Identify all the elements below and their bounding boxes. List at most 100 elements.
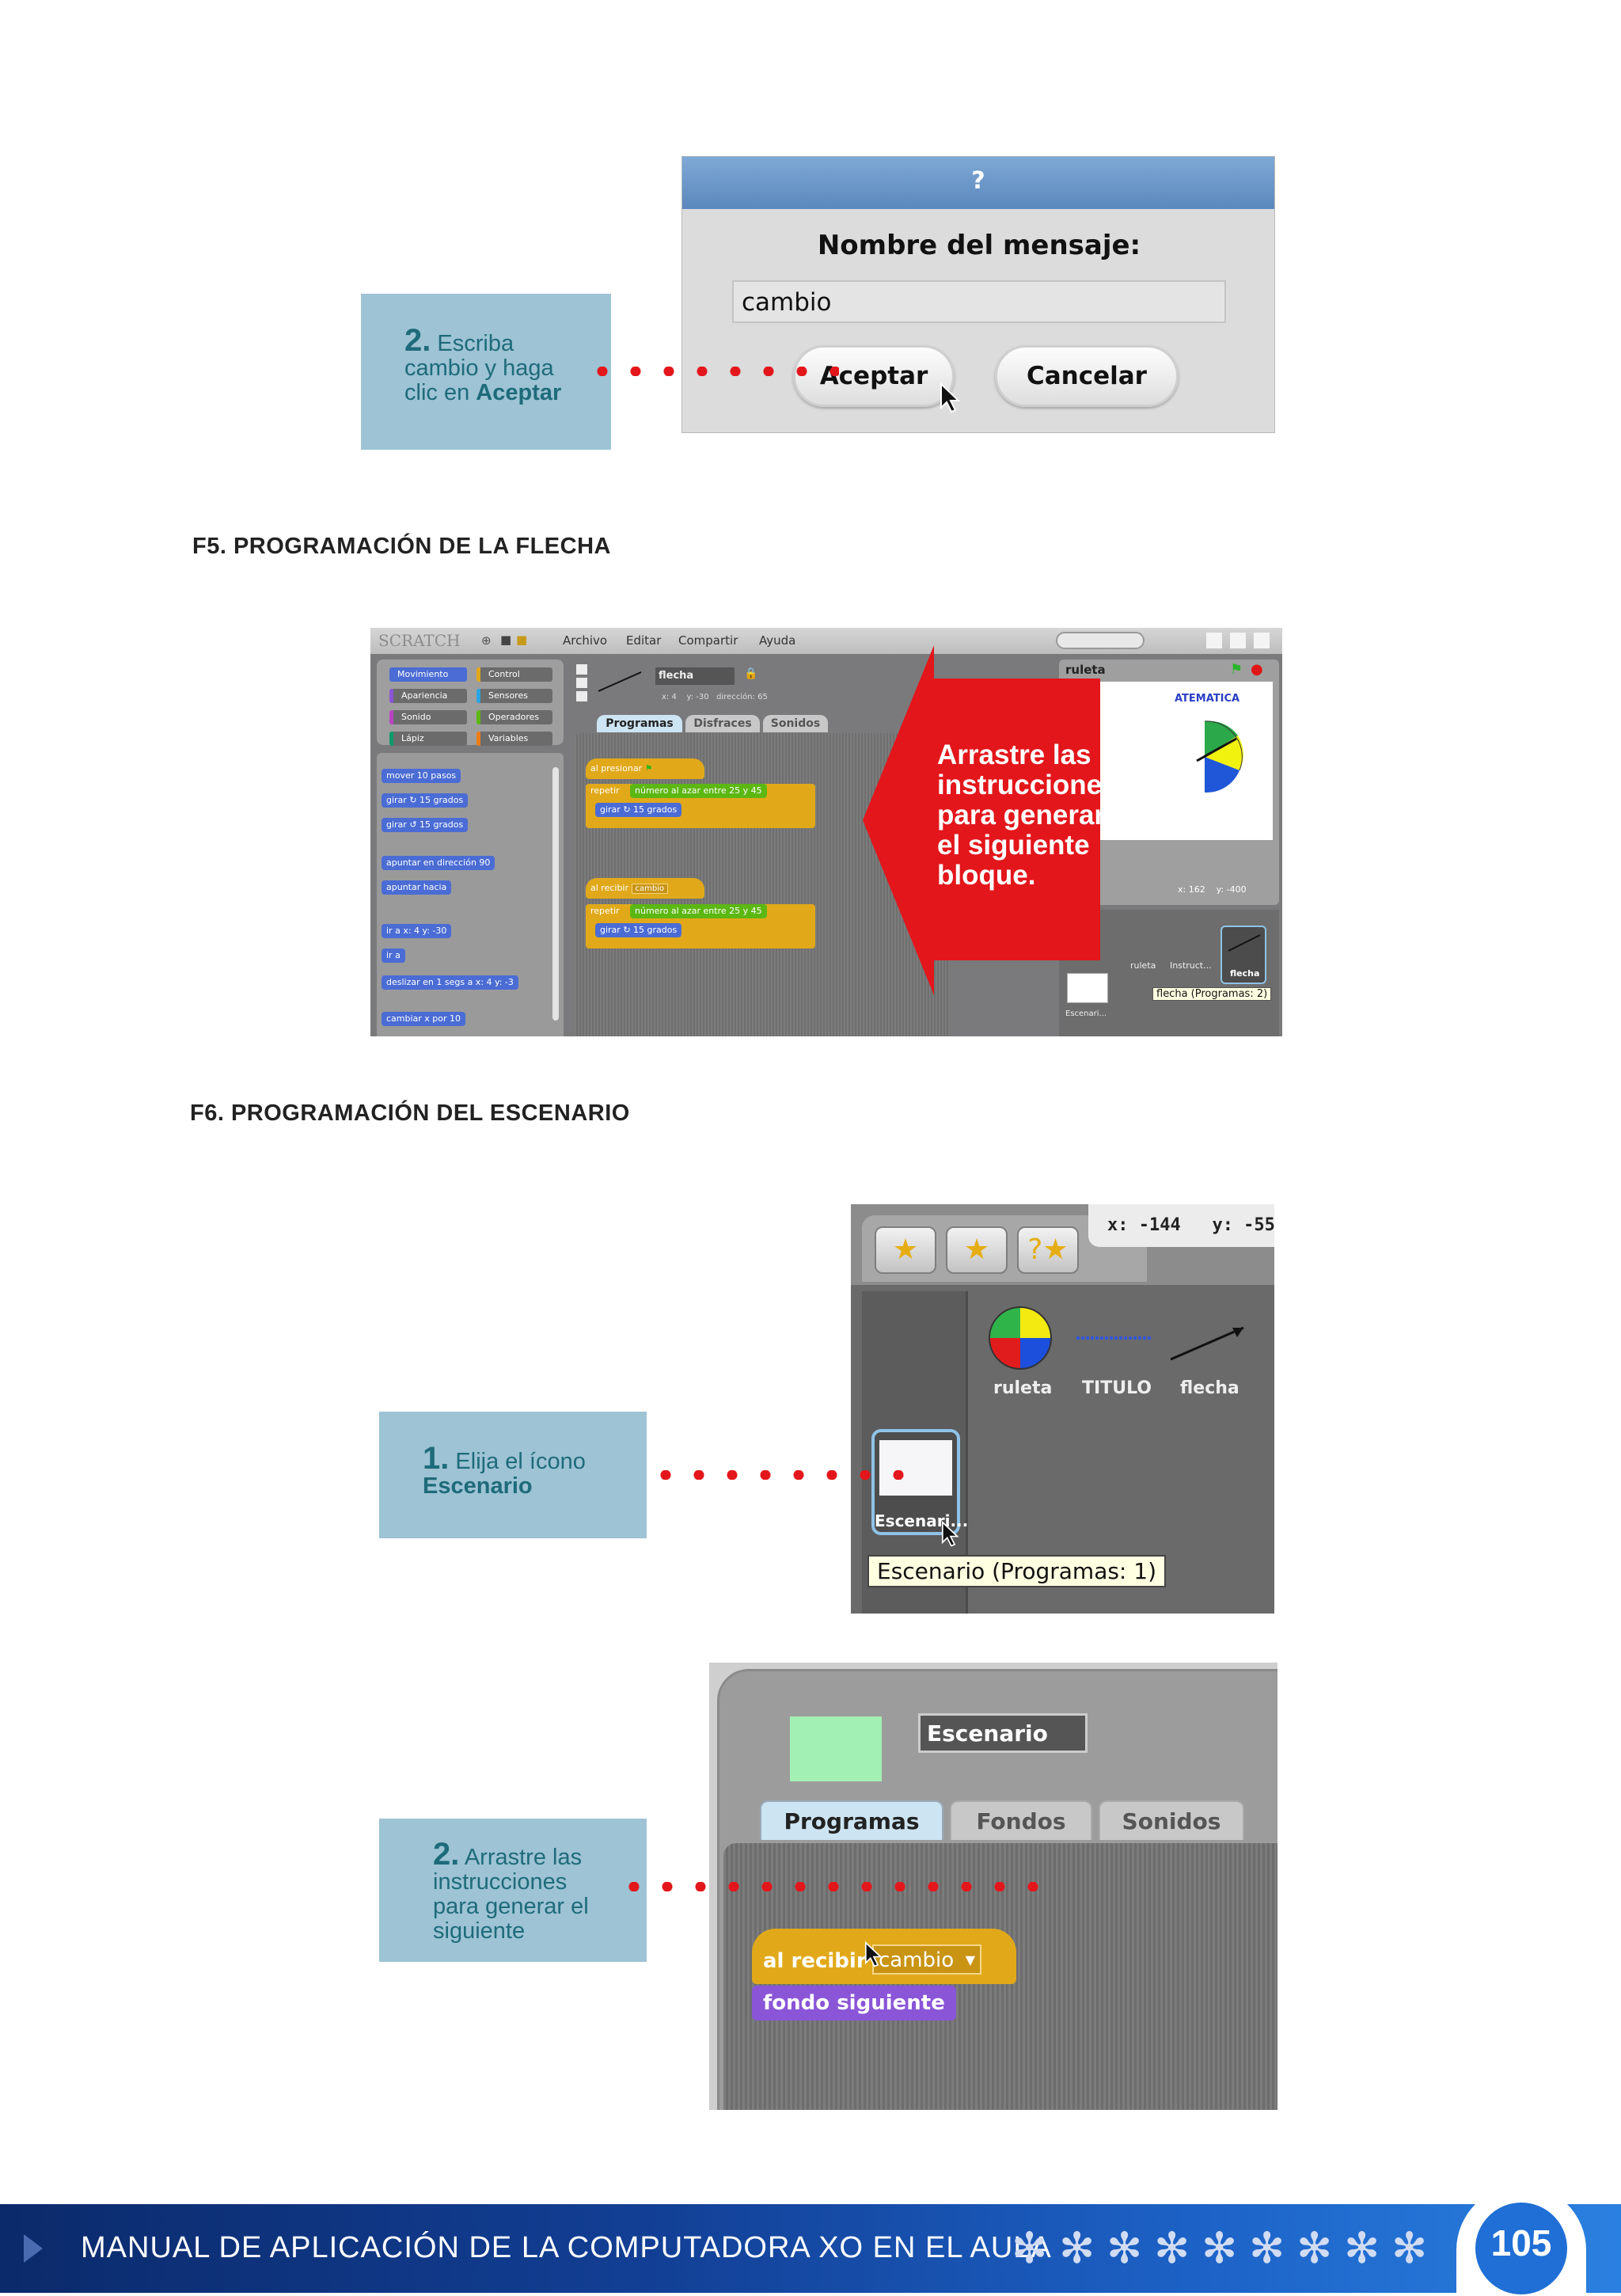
tab-sonidos[interactable]: Sonidos bbox=[1099, 1800, 1244, 1840]
category-operadores[interactable]: Operadores bbox=[476, 710, 552, 724]
category-movimiento[interactable]: Movimiento bbox=[389, 667, 467, 682]
dotted-connector bbox=[617, 1882, 1045, 1891]
random-sprite-button[interactable]: ?★ bbox=[1017, 1226, 1079, 1274]
dotted-connector bbox=[586, 367, 839, 376]
stage-thumbnail-label: Escenari... bbox=[1065, 1009, 1107, 1018]
turn-block-2[interactable]: girar ↻ 15 grados bbox=[595, 923, 682, 937]
block-girar-derecha[interactable]: girar ↻ 15 grados bbox=[382, 793, 469, 808]
category-apariencia[interactable]: Apariencia bbox=[389, 689, 467, 703]
paint-new-sprite-button[interactable]: ★ bbox=[875, 1226, 936, 1274]
stage-thumbnail[interactable] bbox=[1067, 973, 1108, 1003]
callout-step-2-drag: 2. Arrastre las instrucciones para gener… bbox=[379, 1819, 647, 1962]
share-icon[interactable]: ■ bbox=[516, 633, 528, 647]
footer-left-chevron bbox=[24, 2234, 43, 2263]
sprite-titulo-thumbnail[interactable] bbox=[1076, 1336, 1152, 1340]
layout-buttons[interactable] bbox=[1206, 633, 1274, 648]
lock-icon[interactable]: 🔒 bbox=[744, 667, 758, 680]
palette-scrollbar[interactable] bbox=[552, 767, 559, 1021]
rotation-style-buttons[interactable] bbox=[576, 664, 587, 704]
message-name-input[interactable]: cambio bbox=[732, 280, 1226, 323]
category-control[interactable]: Control bbox=[476, 667, 552, 682]
turn-block-1[interactable]: girar ↻ 15 grados bbox=[595, 803, 682, 817]
stop-icon[interactable]: ● bbox=[1251, 661, 1263, 678]
stage-name-field[interactable]: Escenario bbox=[918, 1713, 1088, 1753]
hat-label: al recibir bbox=[763, 1949, 867, 1973]
sprite-flecha-thumbnail[interactable] bbox=[1167, 1321, 1250, 1363]
roulette-wheel bbox=[1196, 720, 1243, 793]
dialog-prompt: Nombre del mensaje: bbox=[817, 230, 1141, 261]
sprite-label-flecha: flecha bbox=[1180, 1378, 1239, 1398]
sprite-ruleta-thumbnail[interactable] bbox=[988, 1306, 1053, 1370]
sprite-name-field[interactable]: flecha bbox=[655, 667, 735, 685]
mouse-cursor-icon bbox=[941, 1521, 959, 1547]
category-sensores[interactable]: Sensores bbox=[476, 689, 552, 703]
save-icon[interactable]: ■ bbox=[500, 633, 512, 647]
block-palette: mover 10 pasos girar ↻ 15 grados girar ↺… bbox=[377, 753, 564, 1036]
dotted-connector bbox=[649, 1470, 918, 1480]
sprite-label-instruct[interactable]: Instruct... bbox=[1170, 960, 1212, 971]
tab-sonidos[interactable]: Sonidos bbox=[763, 715, 828, 732]
category-lapiz[interactable]: Lápiz bbox=[389, 732, 467, 746]
globe-icon[interactable]: ⊕ bbox=[481, 633, 492, 648]
footer-title: MANUAL DE APLICACIÓN DE LA COMPUTADORA X… bbox=[81, 2231, 1052, 2264]
stage-icon-preview bbox=[879, 1440, 952, 1496]
sprite-label-ruleta[interactable]: ruleta bbox=[1130, 960, 1156, 971]
xo-figure-icon: ✻ bbox=[1249, 2223, 1285, 2273]
menu-compartir[interactable]: Compartir bbox=[678, 633, 738, 648]
hat-al-presionar[interactable]: al presionar ⚑ bbox=[586, 758, 704, 779]
cancel-button[interactable]: Cancelar bbox=[995, 345, 1179, 407]
xo-figure-icon: ✻ bbox=[1059, 2223, 1095, 2273]
arrow-text: Arrastre las instrucciones para generar … bbox=[937, 739, 1118, 891]
message-dropdown[interactable]: cambio ▼ bbox=[872, 1944, 981, 1975]
block-ir-a-xy[interactable]: ir a x: 4 y: -30 bbox=[382, 924, 452, 938]
category-variables[interactable]: Variables bbox=[476, 732, 552, 746]
xo-figure-icon: ✻ bbox=[1391, 2223, 1428, 2273]
sprite-info: flecha 🔒 x: 4 y: -30 dirección: 65 bbox=[575, 660, 1034, 710]
block-deslizar[interactable]: deslizar en 1 segs a x: 4 y: -3 bbox=[382, 975, 518, 990]
block-cambiar-x[interactable]: cambiar x por 10 bbox=[382, 1012, 466, 1026]
chevron-down-icon: ▼ bbox=[965, 1952, 975, 1967]
tab-programas[interactable]: Programas bbox=[597, 715, 682, 732]
callout-step-2-type: 2. Escriba cambio y haga clic en Aceptar bbox=[361, 294, 611, 450]
xo-figures-decoration: ✻ ✻ ✻ ✻ ✻ ✻ ✻ ✻ ✻ bbox=[1012, 2204, 1439, 2293]
mouse-coords: x: -144 y: -558 bbox=[1107, 1215, 1274, 1235]
repeat-loop-2[interactable]: repetir número al azar entre 25 y 45 gir… bbox=[586, 904, 815, 948]
accept-button[interactable]: Aceptar bbox=[793, 345, 955, 407]
stage-icon-escenario[interactable]: Escenari... bbox=[871, 1429, 968, 1535]
tab-fondos[interactable]: Fondos bbox=[950, 1800, 1092, 1840]
block-apuntar-direccion[interactable]: apuntar en dirección 90 bbox=[382, 856, 495, 870]
block-fondo-siguiente[interactable]: fondo siguiente bbox=[752, 1986, 956, 2020]
block-mover[interactable]: mover 10 pasos bbox=[382, 769, 461, 783]
repeat-loop-1[interactable]: repetir número al azar entre 25 y 45 gir… bbox=[586, 784, 815, 828]
green-flag-icon[interactable]: ⚑ bbox=[1230, 661, 1243, 678]
menu-archivo[interactable]: Archivo bbox=[563, 633, 608, 648]
question-star-icon: ?★ bbox=[1027, 1234, 1069, 1266]
mouse-cursor-icon bbox=[940, 382, 961, 413]
stage-icon-label: Escenari... bbox=[875, 1511, 969, 1530]
hat-al-recibir[interactable]: al recibir cambio ▼ bbox=[752, 1929, 1016, 1984]
block-apuntar-hacia[interactable]: apuntar hacia bbox=[382, 880, 452, 895]
stage-coords: x: 162 y: -400 bbox=[1178, 884, 1247, 895]
tab-programas[interactable]: Programas bbox=[760, 1800, 943, 1840]
block-girar-izquierda[interactable]: girar ↺ 15 grados bbox=[382, 818, 469, 832]
tool-buttons[interactable] bbox=[1056, 632, 1145, 649]
green-flag-icon: ⚑ bbox=[644, 763, 653, 774]
menu-ayuda[interactable]: Ayuda bbox=[759, 633, 796, 648]
message-dialog: ? Nombre del mensaje: cambio Aceptar Can… bbox=[681, 156, 1275, 433]
sprite-flecha-selected[interactable]: flecha bbox=[1220, 926, 1266, 984]
block-ir-a[interactable]: ir a bbox=[382, 948, 405, 963]
random-operator-2[interactable]: número al azar entre 25 y 45 bbox=[630, 904, 767, 918]
tab-disfraces[interactable]: Disfraces bbox=[685, 715, 760, 732]
menu-editar[interactable]: Editar bbox=[626, 633, 662, 648]
choose-sprite-file-button[interactable]: ★ bbox=[946, 1226, 1008, 1274]
sprite-label-ruleta: ruleta bbox=[993, 1378, 1053, 1398]
hat-al-recibir[interactable]: al recibir cambio bbox=[586, 878, 704, 899]
message-dropdown[interactable]: cambio bbox=[631, 884, 669, 894]
script-area[interactable]: al presionar ⚑ repetir número al azar en… bbox=[575, 733, 950, 1036]
category-sonido[interactable]: Sonido bbox=[389, 710, 467, 724]
sprite-coords: x: 4 y: -30 dirección: 65 bbox=[662, 693, 768, 701]
xo-figure-icon: ✻ bbox=[1012, 2223, 1048, 2273]
random-operator-1[interactable]: número al azar entre 25 y 45 bbox=[630, 784, 767, 798]
message-dropdown-value: cambio bbox=[879, 1948, 955, 1972]
sprite-tooltip: flecha (Programas: 2) bbox=[1152, 987, 1272, 1001]
